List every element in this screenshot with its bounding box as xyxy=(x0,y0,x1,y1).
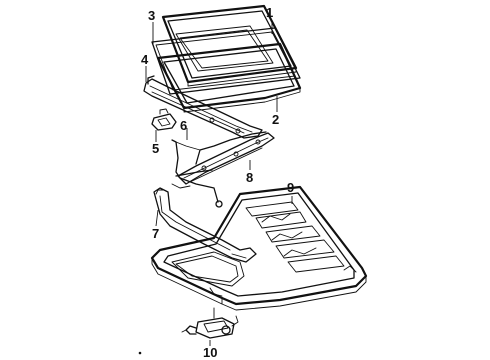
glass-panel-part-1 xyxy=(161,4,298,87)
clip-part-5 xyxy=(151,108,177,131)
stray-dot xyxy=(138,351,142,355)
callout-7: 7 xyxy=(152,226,159,241)
rear-rail-part-7 xyxy=(153,187,257,263)
callout-9: 9 xyxy=(287,180,294,195)
motor-part-10 xyxy=(181,307,239,339)
callout-1: 1 xyxy=(266,5,273,20)
callout-6: 6 xyxy=(180,118,187,133)
callout-5: 5 xyxy=(152,141,159,156)
housing-tray-part-9 xyxy=(150,185,368,311)
leader-lines xyxy=(145,20,293,346)
cable-assembly-part-6 xyxy=(171,139,223,208)
callout-8: 8 xyxy=(246,170,253,185)
callout-3: 3 xyxy=(148,8,155,23)
callout-4: 4 xyxy=(141,52,149,67)
callout-2: 2 xyxy=(272,112,279,127)
deflector-part-4 xyxy=(143,75,263,139)
guide-rail-part-8 xyxy=(177,131,275,185)
callout-10: 10 xyxy=(203,345,217,360)
